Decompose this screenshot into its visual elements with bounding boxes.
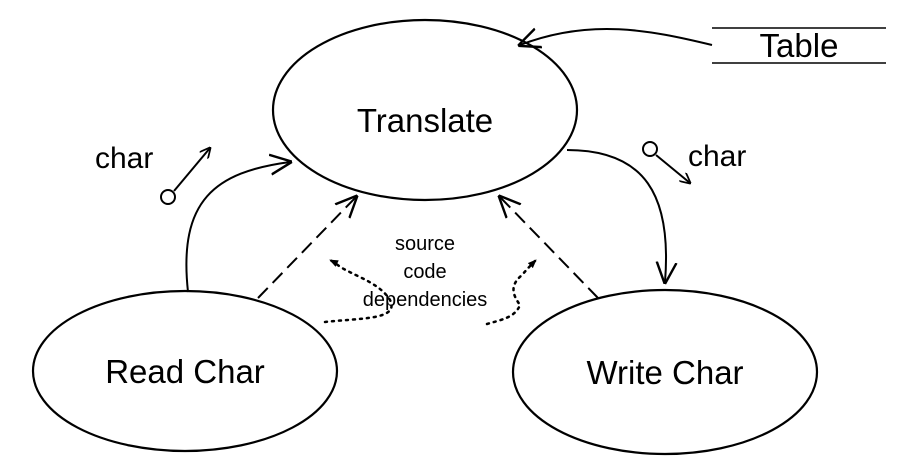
read-char-label: Read Char — [105, 353, 265, 390]
read-char-bubble — [31, 289, 339, 453]
write-char-label: Write Char — [586, 354, 743, 391]
annotation-line-1: source — [395, 233, 455, 255]
translate-to-write-char-arrow — [566, 149, 666, 282]
left-dotted-pointer — [323, 258, 393, 324]
write-char-process: Write Char — [511, 288, 819, 456]
write-char-data-label: char — [688, 140, 746, 173]
read-char-data-label: char — [95, 142, 153, 175]
data-couple-arrow — [173, 148, 210, 192]
translate-bubble — [271, 18, 579, 202]
read-char-process: Read Char — [31, 289, 339, 453]
data-couple-arrow — [655, 154, 690, 183]
data-couple-circle — [160, 189, 176, 205]
read-char-dependency-arrow — [257, 197, 356, 299]
data-couple-circle — [642, 141, 658, 157]
write-char-dependency-arrow — [500, 197, 599, 299]
table-datastore: Table — [712, 27, 886, 64]
right-dotted-pointer — [485, 258, 538, 326]
write-char-data-couple: char — [642, 140, 746, 183]
translate-label: Translate — [357, 102, 493, 139]
source-code-dependencies-annotation: source code dependencies — [363, 233, 488, 311]
translate-process: Translate — [271, 18, 579, 202]
annotation-line-3: dependencies — [363, 289, 488, 311]
write-char-bubble — [511, 288, 819, 456]
read-char-data-couple: char — [95, 142, 210, 205]
table-label: Table — [760, 27, 839, 64]
table-to-translate-arrow — [520, 29, 713, 45]
annotation-line-2: code — [403, 261, 446, 283]
read-char-to-translate-arrow — [185, 162, 290, 293]
